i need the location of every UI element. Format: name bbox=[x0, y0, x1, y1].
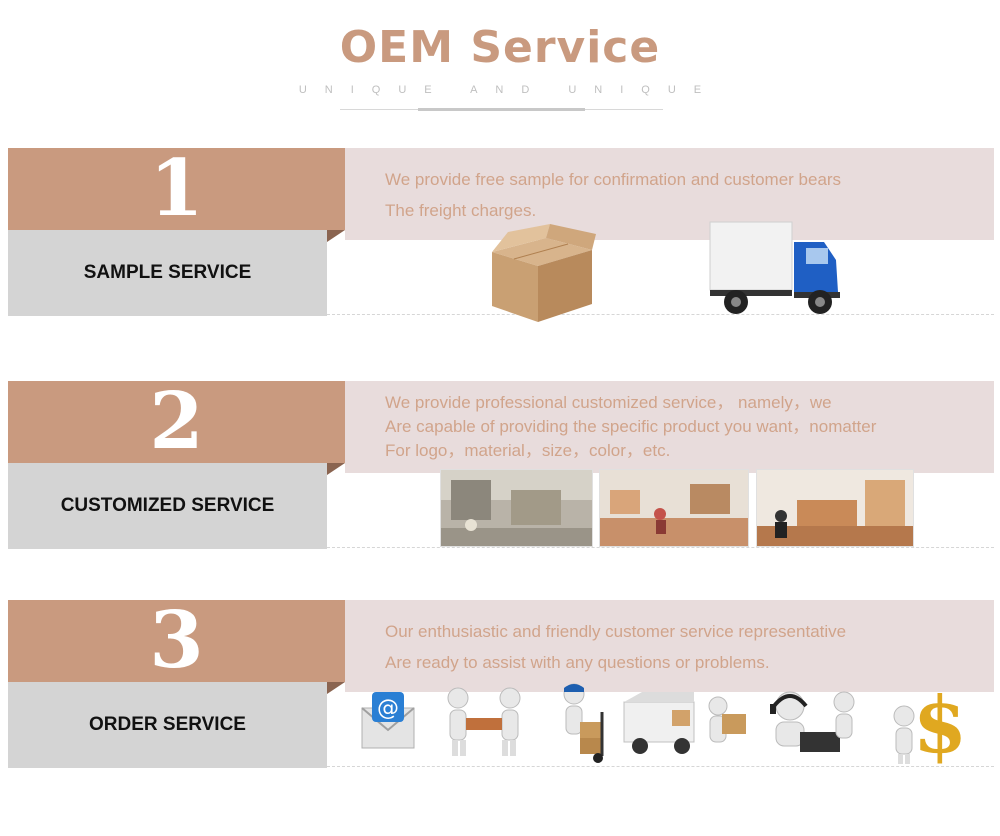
sample-service-section: We provide free sample for confirmation … bbox=[0, 148, 1000, 322]
step-number: 3 bbox=[8, 600, 345, 682]
customized-service-description: We provide professional customized servi… bbox=[345, 381, 994, 473]
order-service-section: Our enthusiastic and friendly customer s… bbox=[0, 600, 1000, 771]
customized-service-label: CUSTOMIZED SERVICE bbox=[8, 463, 327, 549]
factory-workshop-photo bbox=[440, 469, 593, 547]
van-loading-icon bbox=[622, 692, 752, 763]
email-envelope-icon: @ bbox=[358, 692, 418, 757]
order-service-description: Our enthusiastic and friendly customer s… bbox=[345, 600, 994, 692]
furniture-workshop-photo bbox=[756, 469, 914, 547]
description-line: Our enthusiastic and friendly customer s… bbox=[385, 622, 847, 641]
step-number: 2 bbox=[8, 381, 345, 463]
page-subtitle: UNIQUE AND UNIQUE bbox=[298, 84, 720, 96]
description-line: For logo，material，size，color，etc. bbox=[385, 441, 671, 460]
customer-support-headset-icon bbox=[760, 686, 870, 763]
svg-text:@: @ bbox=[377, 696, 399, 721]
description-line: The freight charges. bbox=[385, 201, 537, 220]
hand-truck-delivery-icon bbox=[554, 682, 610, 769]
ribbon-fold bbox=[327, 682, 345, 694]
ribbon-fold bbox=[327, 230, 345, 242]
sample-service-description: We provide free sample for confirmation … bbox=[345, 148, 994, 240]
cardboard-box-icon bbox=[486, 224, 598, 329]
handshake-icon bbox=[436, 686, 532, 763]
order-service-label: ORDER SERVICE bbox=[8, 682, 327, 768]
dashed-divider bbox=[327, 766, 994, 767]
dashed-divider bbox=[327, 314, 994, 315]
description-line: Are ready to assist with any questions o… bbox=[385, 653, 770, 672]
step-number: 1 bbox=[8, 148, 345, 230]
title-divider-accent bbox=[418, 108, 585, 111]
ribbon-fold bbox=[327, 463, 345, 475]
description-line: We provide professional customized servi… bbox=[385, 393, 832, 412]
description-line: We provide free sample for confirmation … bbox=[385, 170, 842, 189]
page-title: OEM Service bbox=[339, 22, 661, 73]
dollar-sign-icon: $ bbox=[890, 680, 967, 771]
factory-floor-photo bbox=[599, 469, 749, 547]
dashed-divider bbox=[327, 547, 994, 548]
sample-service-label: SAMPLE SERVICE bbox=[8, 230, 327, 316]
description-line: Are capable of providing the specific pr… bbox=[385, 417, 877, 436]
delivery-truck-icon bbox=[706, 220, 844, 323]
svg-text:$: $ bbox=[913, 680, 966, 766]
customized-service-section: We provide professional customized servi… bbox=[0, 381, 1000, 551]
